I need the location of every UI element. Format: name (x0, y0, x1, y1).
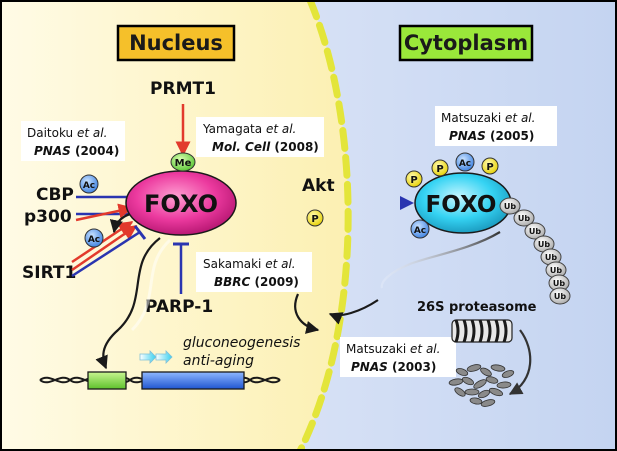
svg-text:Ac: Ac (83, 181, 95, 191)
promoter-element (87, 371, 127, 390)
reference-yamagata: Yamagata et al. Mol. Cell (2008) (196, 117, 324, 157)
akt-label: Akt (302, 176, 335, 196)
p300-label: p300 (24, 207, 72, 227)
svg-text:P: P (410, 175, 417, 186)
phospho-badge-akt: P (306, 209, 324, 227)
cytoplasm-label-text: Cytoplasm (404, 31, 528, 55)
ubiquitin-label: Ub (504, 202, 516, 211)
ubiquitin-bead (524, 222, 546, 240)
nucleus-label: Nucleus (116, 24, 236, 62)
sirt1-activation-arrow-2 (71, 224, 138, 272)
svg-text:Mol. Cell (2008): Mol. Cell (2008) (212, 140, 319, 154)
acetyl-badge-cyto-2: Ac (410, 219, 430, 239)
target-gene (141, 371, 245, 390)
ubiquitin-bead (513, 209, 535, 227)
svg-text:Ac: Ac (459, 159, 471, 169)
prmt1-label: PRMT1 (150, 79, 216, 99)
peptide-fragment (480, 367, 492, 377)
foxo-cytoplasmic-label: FOXO (426, 192, 497, 218)
ubiquitin-bead (499, 197, 521, 215)
p300-activation-arrow (75, 203, 134, 222)
ubiquitin-label: Ub (550, 266, 562, 275)
cytoplasm-label: Cytoplasm (398, 24, 534, 62)
svg-text:Ac: Ac (414, 226, 426, 236)
peptide-fragment (469, 397, 483, 405)
proteasome-entry-arrow (294, 293, 320, 334)
gene-target-gluconeogenesis: gluconeogenesis (183, 335, 300, 351)
proteasome-icon (451, 319, 513, 343)
peptide-fragment (480, 399, 496, 407)
phospho-badge-2: P (431, 159, 449, 177)
transcription-arrow (95, 237, 161, 370)
proteasome-label: 26S proteasome (417, 300, 537, 315)
reference-daitoku: Daitoku et al. PNAS (2004) (21, 121, 125, 161)
svg-text:Matsuzaki et al.: Matsuzaki et al. (441, 111, 535, 125)
nuclear-membrane (296, 0, 352, 451)
peptide-fragments (448, 364, 515, 407)
peptide-fragment (462, 376, 474, 386)
nucleus-label-text: Nucleus (129, 31, 223, 55)
phospho-badge-1: P (405, 170, 423, 188)
svg-text:Yamagata et al.: Yamagata et al. (202, 122, 296, 136)
sirt1-inhibition-bar (133, 225, 147, 240)
gene-target-anti-aging: anti-aging (183, 353, 254, 369)
peptide-fragment (464, 388, 480, 396)
degradation-arrow-1 (380, 231, 501, 289)
svg-text:BBRC (2009): BBRC (2009) (214, 275, 299, 289)
svg-text:Sakamaki et al.: Sakamaki et al. (203, 257, 296, 271)
reference-matsuzaki-2003: Matsuzaki et al. PNAS (2003) (340, 337, 456, 377)
peptide-fragment (490, 364, 506, 372)
svg-text:Daitoku et al.: Daitoku et al. (27, 126, 107, 140)
svg-text:PNAS (2004): PNAS (2004) (34, 144, 119, 158)
sirt1-label: SIRT1 (22, 263, 76, 283)
svg-text:Matsuzaki et al.: Matsuzaki et al. (346, 342, 440, 356)
ubiquitin-label: Ub (518, 214, 530, 223)
acetyl-badge-sirt1: Ac (84, 228, 104, 248)
ubiquitin-label: Ub (545, 253, 557, 262)
ubiquitin-label: Ub (529, 227, 541, 236)
peptide-fragment (496, 381, 512, 389)
peptide-release-arrow (508, 329, 532, 395)
svg-text:Ac: Ac (88, 235, 100, 245)
akt-arrowhead (400, 196, 414, 210)
svg-text:P: P (436, 164, 443, 175)
peptide-fragment (488, 387, 504, 397)
reference-sakamaki: Sakamaki et al. BBRC (2009) (196, 252, 312, 292)
transcription-direction-icon (139, 350, 173, 364)
peptide-fragment (473, 379, 487, 389)
peptide-fragment (454, 387, 466, 397)
ubiquitin-label: Ub (554, 292, 566, 301)
acetyl-badge-cyto-1: Ac (455, 152, 475, 172)
foxo-nuclear-label: FOXO (144, 190, 218, 218)
degradation-arrow-to-proteasome (328, 299, 379, 325)
acetyl-badge-cbp: Ac (79, 174, 99, 194)
svg-text:PNAS (2005): PNAS (2005) (449, 129, 534, 143)
ubiquitin-label: Ub (553, 279, 565, 288)
reference-matsuzaki-2005: Matsuzaki et al. PNAS (2005) (435, 106, 557, 146)
svg-text:P: P (486, 162, 493, 173)
ubiquitin-label: Ub (538, 240, 550, 249)
sirt1-inhibition-line (71, 230, 141, 278)
methyl-badge: Me (170, 152, 196, 172)
cbp-label: CBP (36, 185, 74, 205)
peptide-fragment (455, 368, 469, 376)
svg-text:Me: Me (175, 158, 192, 169)
peptide-fragment (501, 370, 515, 378)
ubiquitin-bead (549, 287, 571, 305)
phospho-badge-3: P (481, 157, 499, 175)
peptide-fragment (485, 376, 499, 384)
peptide-fragment (466, 364, 482, 372)
svg-text:P: P (311, 214, 318, 225)
svg-text:PNAS (2003): PNAS (2003) (351, 360, 436, 374)
parp1-label: PARP-1 (145, 297, 213, 317)
